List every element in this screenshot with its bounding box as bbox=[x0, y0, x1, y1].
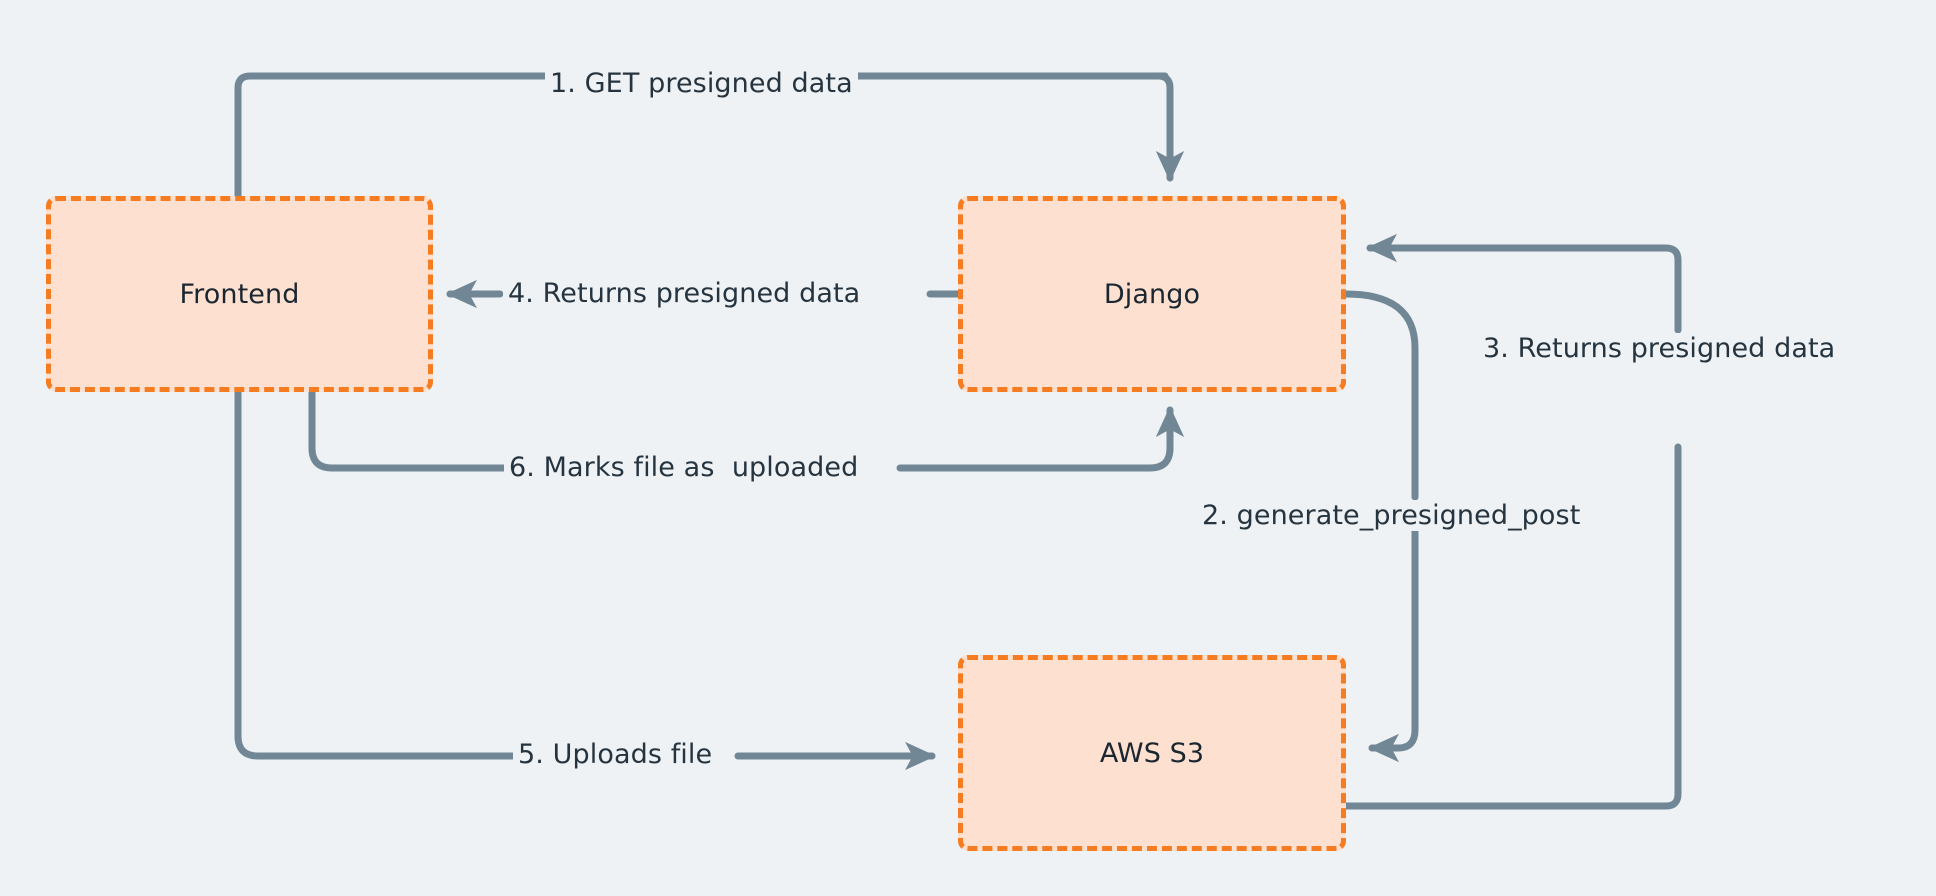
edge-label-3: 3. Returns presigned data bbox=[1478, 333, 1841, 364]
edge-label-5: 5. Uploads file bbox=[513, 739, 718, 770]
node-aws-s3-label: AWS S3 bbox=[1099, 737, 1205, 769]
node-frontend-label: Frontend bbox=[179, 278, 300, 310]
edge-label-2: 2. generate_presigned_post bbox=[1197, 500, 1586, 531]
edge-2-path bbox=[1342, 290, 1419, 501]
node-frontend[interactable]: Frontend bbox=[46, 196, 433, 392]
edge-3-path-b bbox=[1366, 233, 1682, 334]
edge-label-6: 6. Marks file as uploaded bbox=[504, 452, 864, 483]
edge-label-4: 4. Returns presigned data bbox=[503, 278, 866, 309]
edge-label-1: 1. GET presigned data bbox=[545, 68, 858, 99]
edge-2-path-b bbox=[1368, 524, 1419, 763]
edge-1-path-b bbox=[1144, 72, 1185, 182]
edge-3-path bbox=[1342, 443, 1682, 810]
edge-6-path bbox=[308, 388, 508, 472]
node-django[interactable]: Django bbox=[958, 196, 1346, 392]
edge-5-path bbox=[234, 388, 519, 760]
edge-6-path-b bbox=[896, 406, 1185, 472]
edge-1-path bbox=[234, 72, 1169, 200]
node-aws-s3[interactable]: AWS S3 bbox=[958, 655, 1346, 851]
node-django-label: Django bbox=[1103, 278, 1201, 310]
